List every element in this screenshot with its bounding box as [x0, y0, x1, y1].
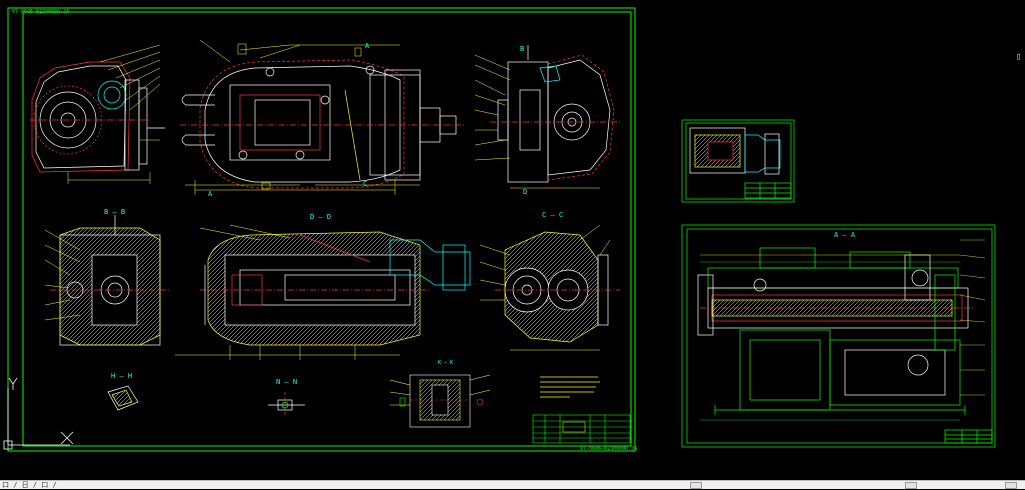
layout-icon[interactable]: ▯	[1016, 52, 1022, 62]
detail-view-h	[107, 385, 139, 411]
section-mark-c: C	[363, 180, 368, 188]
side-view-right-leaders	[474, 54, 600, 189]
section-sheet-a-leaders	[959, 239, 986, 396]
plan-view-top	[180, 59, 465, 189]
side-view-left	[30, 61, 165, 173]
section-mark-a-bottom: A	[208, 190, 213, 198]
section-view-d	[200, 231, 471, 346]
footer-code-label: V7-0606-RZ300000.JA	[580, 446, 638, 452]
section-mark-d: D	[523, 188, 528, 196]
detail-view-n	[268, 392, 305, 416]
section-view-b	[50, 215, 170, 346]
side-view-left-leaders	[67, 44, 161, 184]
ucs-y-axis-icon	[3, 377, 70, 450]
section-view-c-leaders	[479, 224, 611, 351]
technical-notes	[540, 376, 600, 398]
view-a-label: A — A	[834, 231, 856, 239]
sheet-header-label: V7-0606-RZ300000.JA	[12, 9, 70, 15]
view-d-label: D — D	[310, 213, 332, 221]
view-n-label: N — N	[276, 378, 298, 386]
main-title-block	[532, 414, 631, 444]
drawing-svg	[3, 7, 996, 452]
view-b-label: B — B	[104, 208, 126, 216]
section-sheet-a	[681, 224, 996, 448]
section-view-b-leaders	[44, 229, 81, 321]
status-bar-text: 口 / 日 / 口 /	[2, 481, 57, 489]
section-view-c	[495, 231, 620, 343]
cad-canvas[interactable]: V7-0606-RZ300000.JA B — B D — D C — C H …	[0, 0, 1025, 480]
small-sheet	[681, 119, 795, 203]
plan-view-leaders	[185, 39, 420, 195]
section-view-d-leaders	[175, 224, 400, 360]
detail-view-k	[389, 374, 491, 428]
side-view-right	[490, 45, 620, 183]
view-c-label: C — C	[542, 211, 564, 219]
view-h-label: H — H	[111, 372, 133, 380]
main-sheet-frame	[7, 7, 636, 452]
view-k-label: K — K	[438, 360, 454, 366]
section-mark-b: B	[520, 45, 525, 53]
crosshair-icon	[60, 431, 74, 445]
section-mark-a-top: A	[365, 42, 370, 50]
